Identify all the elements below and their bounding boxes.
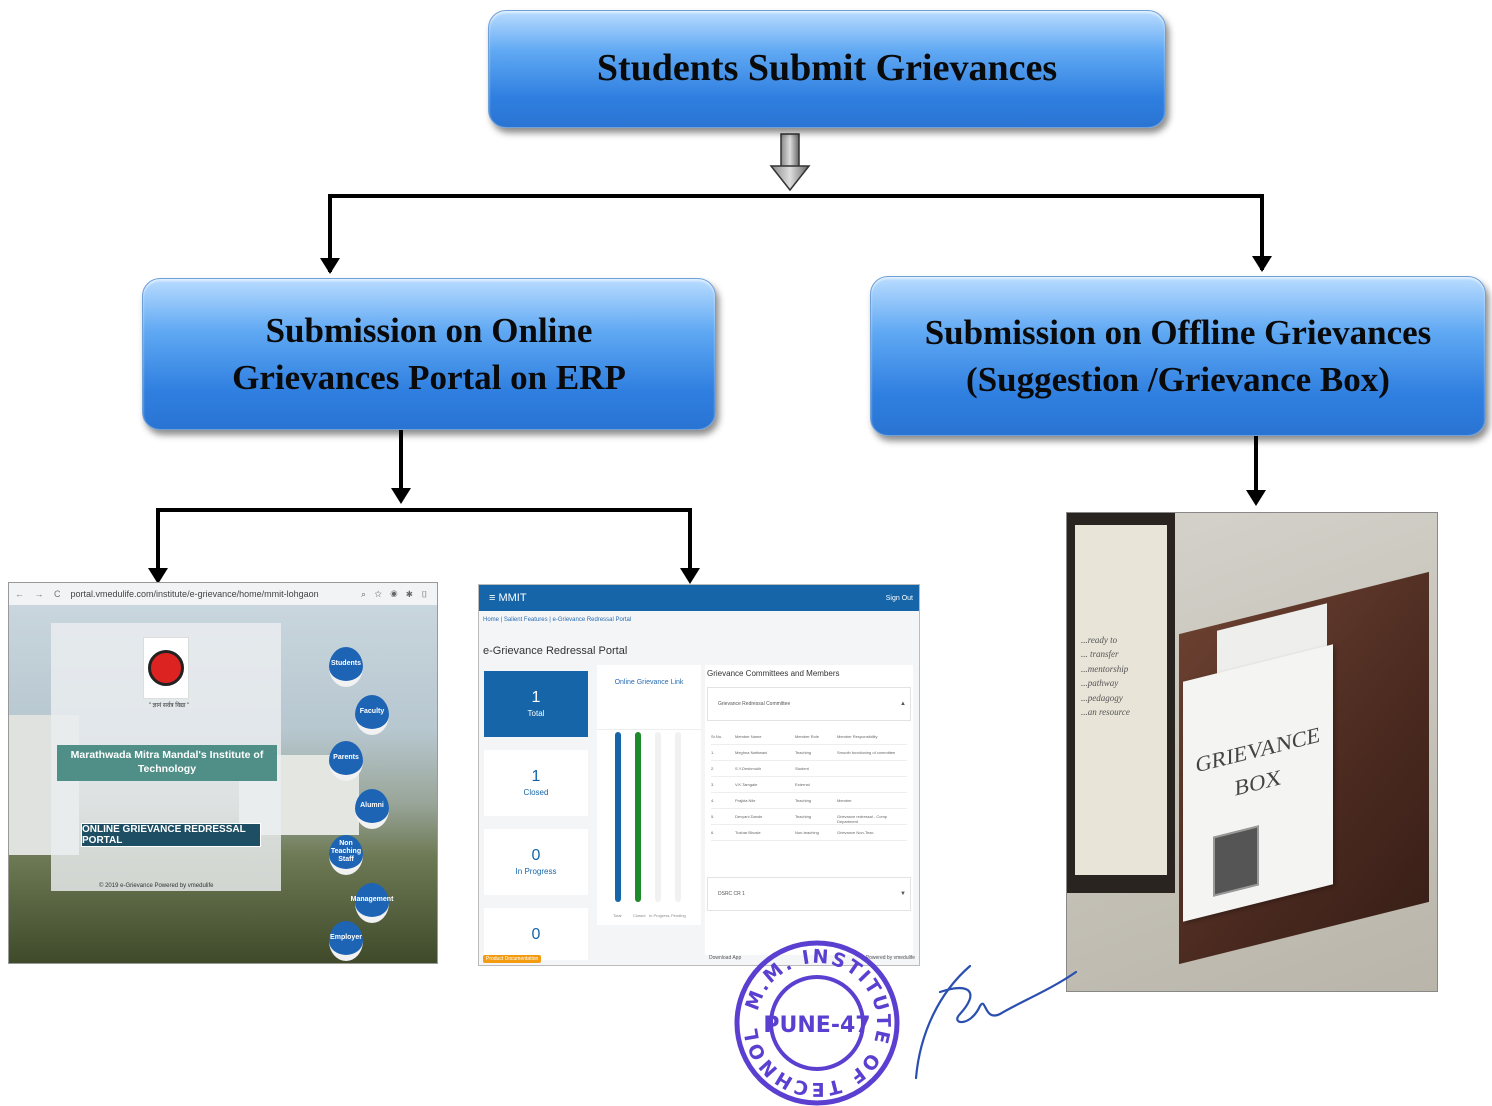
role-non-teaching-button[interactable]: Non Teaching Staff [329,835,363,875]
stat-value: 0 [531,847,541,864]
chevron-down-icon: ▼ [900,891,906,897]
accordion-label: Grievance Redressal Committee [718,701,791,707]
download-app-link[interactable]: Download App [709,955,742,961]
ballot-box-icon [1213,825,1259,897]
dashboard-brand[interactable]: ≡ MMIT [489,592,527,604]
top-branch-line [328,194,1264,272]
table-header: Sr.No. Member Name Member Role Member Re… [711,729,907,745]
grievance-chart-card: Online Grievance Link Total Closed In Pr… [597,665,701,925]
svg-text:PUNE-47: PUNE-47 [763,1013,870,1038]
role-management-button[interactable]: Management [351,883,393,923]
offline-submission-node: Submission on Offline Grievances (Sugges… [870,276,1486,436]
accordion-committee-2[interactable]: DSRC CR 1 ▼ [707,877,911,911]
x-label: In Progress [649,913,670,918]
breadcrumb[interactable]: Home | Salient Features | e-Grievance Re… [483,617,632,623]
stat-value: 1 [531,689,541,706]
committees-panel: Grievance Committees and Members Grievan… [705,665,913,955]
institute-name: Marathwada Mitra Mandal's Institute of T… [57,745,277,781]
dashboard-screenshot: ≡ MMIT Sign Out Home | Salient Features … [478,584,920,966]
stat-card-total[interactable]: 1 Total [484,671,588,737]
online-branch-line [156,508,692,576]
table-row: 1. Meghna Nathwani Teaching Smooth funct… [711,745,907,761]
chart-link[interactable]: Online Grievance Link [614,679,684,686]
browser-url: portal.vmedulife.com/institute/e-grievan… [70,589,319,599]
node-label-line-2: Grievances Portal on ERP [232,358,626,397]
logo-caption: " ज्ञानं सर्वत्र विद्या " [148,703,190,709]
stat-value: 0 [531,926,541,943]
x-label: Closed [633,913,646,918]
campus-background: " ज्ञानं सर्वत्र विद्या " Marathwada Mit… [9,605,437,963]
block-arrow [769,133,811,192]
powered-by: © 2019 e-Grievance Powered by vmedulife [99,883,214,889]
dashboard-topbar: ≡ MMIT Sign Out [479,585,919,611]
role-employer-button[interactable]: Employer [329,921,363,961]
role-students-button[interactable]: Students [329,647,363,687]
bar-pending [675,732,681,902]
committees-title: Grievance Committees and Members [707,669,840,678]
portal-title: ONLINE GRIEVANCE REDRESSAL PORTAL [81,823,261,847]
role-alumni-button[interactable]: Alumni [355,789,389,829]
powered-by: Powered by vmedulife [865,955,915,961]
table-row: 5. Devyani Dande Teaching Grievance redr… [711,809,907,825]
wall-certificate-frame: ...ready to ... transfer ...mentorship .… [1067,513,1175,893]
table-row: 2. S.Y.Deshmukh Student [711,761,907,777]
institute-seal-stamp: M.M. INSTITUTE OF TECHNOLOGY PUNE-47 [732,940,900,1106]
node-label: Students Submit Grievances [596,47,1058,90]
browser-toolbar-icons: ⌕ ☆ ◉ ✱ ▯ [360,588,431,599]
grievance-box-photo: ...ready to ... transfer ...mentorship .… [1066,512,1438,992]
role-parents-button[interactable]: Parents [329,741,363,781]
portal-screenshot: ← → C portal.vmedulife.com/institute/e-g… [8,582,438,964]
node-label-line-1: Submission on Offline Grievances [924,312,1432,352]
stat-label: Total [527,709,545,718]
stat-card-closed[interactable]: 1 Closed [484,750,588,816]
stat-label: In Progress [515,867,557,876]
grievance-chart: Total Closed In Progress Pending [597,729,701,924]
online-submission-node: Submission on Online Grievances Portal o… [142,278,716,430]
page-title: e-Grievance Redressal Portal [483,645,628,657]
role-faculty-button[interactable]: Faculty [355,695,389,735]
browser-nav-icons: ← → C [15,589,65,599]
certificate-text: ...ready to ... transfer ...mentorship .… [1081,635,1130,717]
stat-label: Closed [523,788,549,797]
bar-closed [635,732,641,902]
x-label: Total [613,913,622,918]
stat-card-in-progress[interactable]: 0 In Progress [484,829,588,895]
signout-link[interactable]: Sign Out [885,594,913,602]
chevron-up-icon: ▲ [900,701,906,707]
table-row: 3. V.K.Tamgale External [711,777,907,793]
bar-in-progress [655,732,661,902]
stat-value: 1 [531,768,541,785]
table-row: 6. Tushar Bhosle Non-teaching Grievance … [711,825,907,841]
accordion-committee-1[interactable]: Grievance Redressal Committee ▲ [707,687,911,721]
product-documentation-badge[interactable]: Product Documentation [483,955,542,963]
table-row: 4. Prajkta Nile Teaching Member [711,793,907,809]
browser-address-bar: ← → C portal.vmedulife.com/institute/e-g… [9,583,437,606]
signature [914,964,1078,1080]
x-label: Pending [671,913,686,918]
stat-card-pending[interactable]: 0 [484,908,588,960]
students-submit-node: Students Submit Grievances [488,10,1166,128]
bar-total [615,732,621,902]
accordion-label: DSRC CR 1 [718,891,745,897]
node-label-line-2: (Suggestion /Grievance Box) [966,360,1390,399]
institute-logo [143,637,189,699]
node-label-line-1: Submission on Online [265,310,593,350]
